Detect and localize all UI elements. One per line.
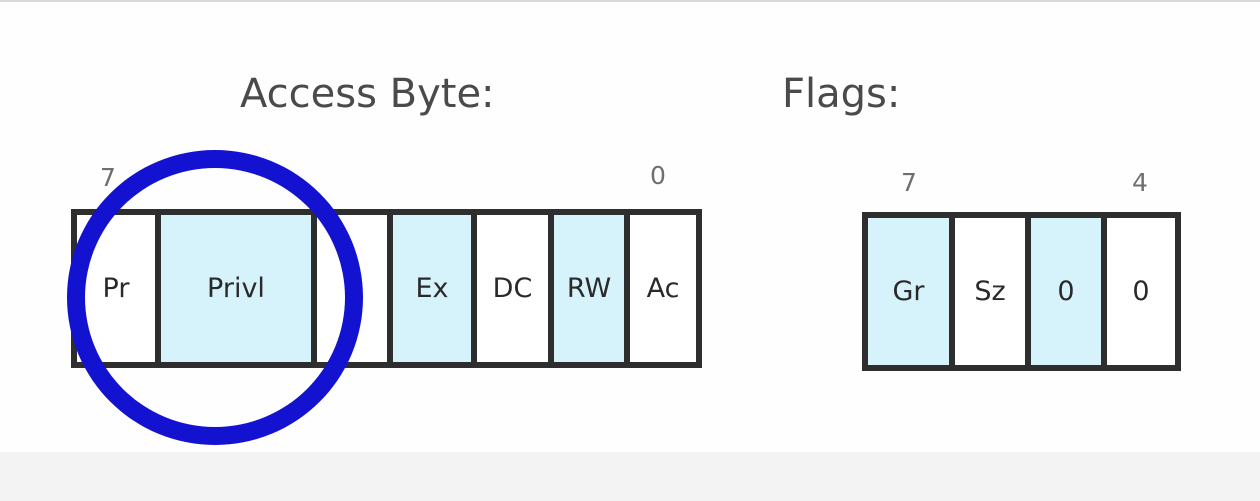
access-bit-readwrite-label: RW [566, 273, 612, 304]
access-bit-accessed-label: Ac [646, 273, 680, 304]
flag-size-label: Sz [974, 276, 1006, 307]
access-bit-executable: Ex [393, 215, 471, 362]
access-bit-readwrite: RW [554, 215, 624, 362]
access-bit-direction-conforming-label: DC [492, 273, 533, 304]
flag-size: Sz [955, 218, 1025, 365]
bottom-band [0, 452, 1260, 501]
flags-register: Gr Sz 0 0 [862, 212, 1181, 371]
access-byte-title: Access Byte: [240, 71, 495, 117]
flags-title: Flags: [782, 71, 901, 117]
access-byte-bit-high: 7 [100, 163, 116, 192]
access-bit-accessed: Ac [630, 215, 696, 362]
flag-reserved-1: 0 [1031, 218, 1101, 365]
flag-reserved-2: 0 [1107, 218, 1175, 365]
highlight-circle [67, 150, 363, 445]
flags-bit-low: 4 [1132, 168, 1148, 197]
flags-bit-high: 7 [901, 168, 917, 197]
access-bit-direction-conforming: DC [477, 215, 548, 362]
access-bit-executable-label: Ex [415, 273, 449, 304]
flag-reserved-2-label: 0 [1132, 276, 1150, 307]
flag-granularity-label: Gr [892, 276, 925, 307]
access-byte-bit-low: 0 [650, 161, 666, 190]
flag-granularity: Gr [868, 218, 949, 365]
top-divider [0, 0, 1260, 2]
flag-reserved-1-label: 0 [1057, 276, 1075, 307]
